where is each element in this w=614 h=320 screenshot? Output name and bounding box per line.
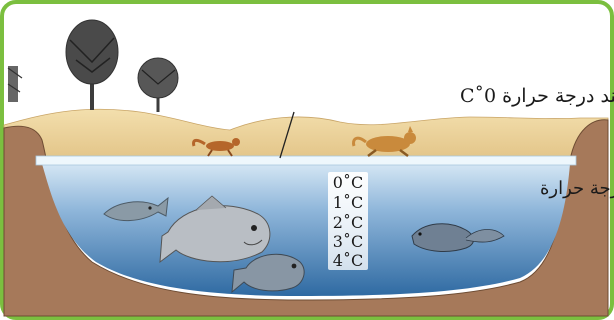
ice-label: جليد عند درجة حرارة 0˚C: [460, 85, 614, 107]
tree-left: [65, 19, 119, 110]
fish-trout: [103, 196, 169, 221]
fish-piranha: [159, 195, 271, 264]
fish-deepwater: [411, 223, 505, 252]
temperature-scale-box: [328, 172, 368, 270]
temperature-value: 0˚C: [333, 173, 363, 192]
ice-layer: [35, 155, 577, 166]
temperature-scale: 0˚C 1˚C 2˚C 3˚C 4˚C: [333, 173, 363, 270]
fish-grouper: [231, 253, 305, 294]
fox-small: [192, 138, 240, 157]
lake-water: [42, 164, 570, 296]
temperature-value: 3˚C: [333, 232, 363, 251]
tree-edge: [7, 66, 23, 102]
sand-hills: [3, 108, 609, 163]
temperature-value: 1˚C: [333, 193, 363, 212]
cat-running: [352, 126, 416, 157]
temperature-value: 4˚C: [333, 251, 363, 270]
ice-label-pointer: [279, 111, 295, 159]
water-label: ماء عند درجة حرارة: [540, 178, 614, 199]
tree-middle: [137, 57, 179, 112]
temperature-value: 2˚C: [333, 213, 363, 232]
